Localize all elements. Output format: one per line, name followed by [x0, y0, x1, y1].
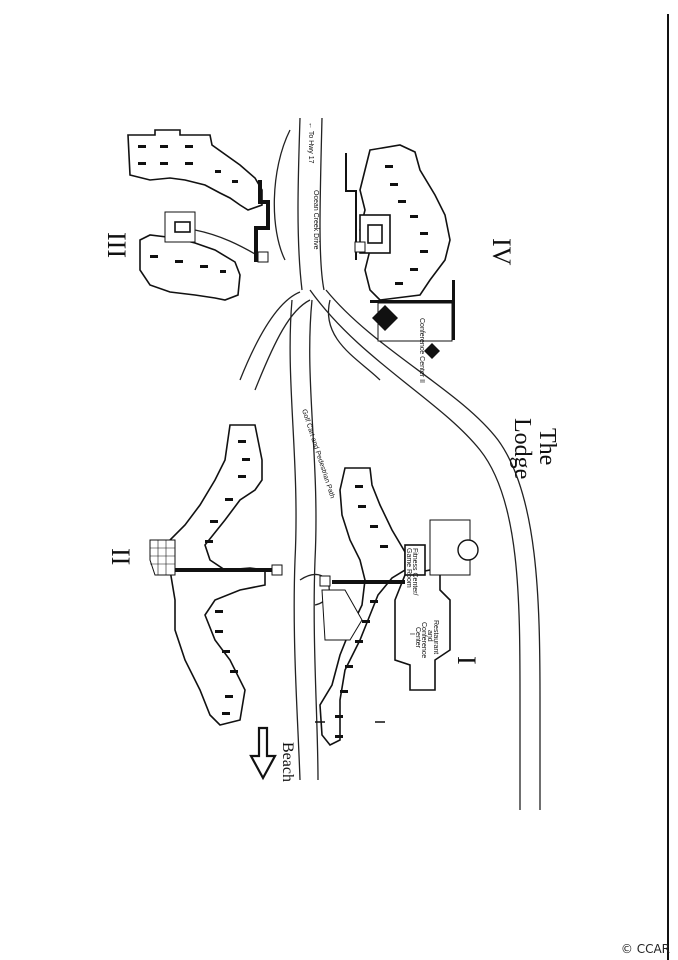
beach-label: Beach — [279, 742, 296, 782]
building-ii — [149, 424, 283, 726]
lodge-road-inner — [309, 289, 521, 810]
restaurant-label-4: Center — [414, 627, 421, 649]
lodge-branch — [327, 299, 381, 381]
golf-cart-path-left — [289, 299, 301, 781]
page-border-line — [667, 14, 669, 960]
arrow-down-icon — [249, 726, 277, 781]
connector-road — [239, 291, 301, 381]
lodge-road-outer — [325, 289, 541, 810]
golf-cart-path-label: Golf Cart and Pedestrian Path — [300, 408, 336, 499]
restaurant-label-3: Conference — [420, 622, 427, 658]
fitness-center-label-1: Fitness Center/ — [411, 548, 418, 596]
map-title-line1: The — [534, 428, 560, 465]
golf-cart-path-right — [309, 299, 319, 781]
building-iv — [343, 144, 455, 359]
building-iii — [127, 129, 270, 301]
fitness-center-label-2: Game Room — [405, 548, 412, 588]
ocean-creek-drive-label: Ocean Creek Drive — [312, 190, 319, 250]
building-label-ii: II — [106, 548, 135, 565]
building-label-iii: III — [102, 232, 131, 258]
restaurant-label-5: I — [408, 633, 415, 635]
building-label-iv: IV — [487, 238, 516, 266]
conference-center-ii-label: Conference Center II — [418, 318, 425, 383]
building-i — [315, 467, 479, 747]
ocean-creek-drive-edge-left — [297, 117, 303, 291]
to-hwy-label: ← To Hwy 17 — [307, 122, 314, 164]
map-title-line2: Lodge — [509, 418, 535, 479]
connector-road-2 — [254, 299, 311, 391]
building-label-i: I — [452, 656, 481, 665]
copyright-notice: © CCAR — [620, 942, 670, 956]
ocean-creek-drive-edge-right — [319, 117, 325, 291]
loop-road — [273, 129, 291, 261]
roads — [239, 117, 541, 810]
restaurant-label-2: and — [426, 630, 433, 642]
restaurant-label-1: Restaurant — [432, 620, 439, 654]
